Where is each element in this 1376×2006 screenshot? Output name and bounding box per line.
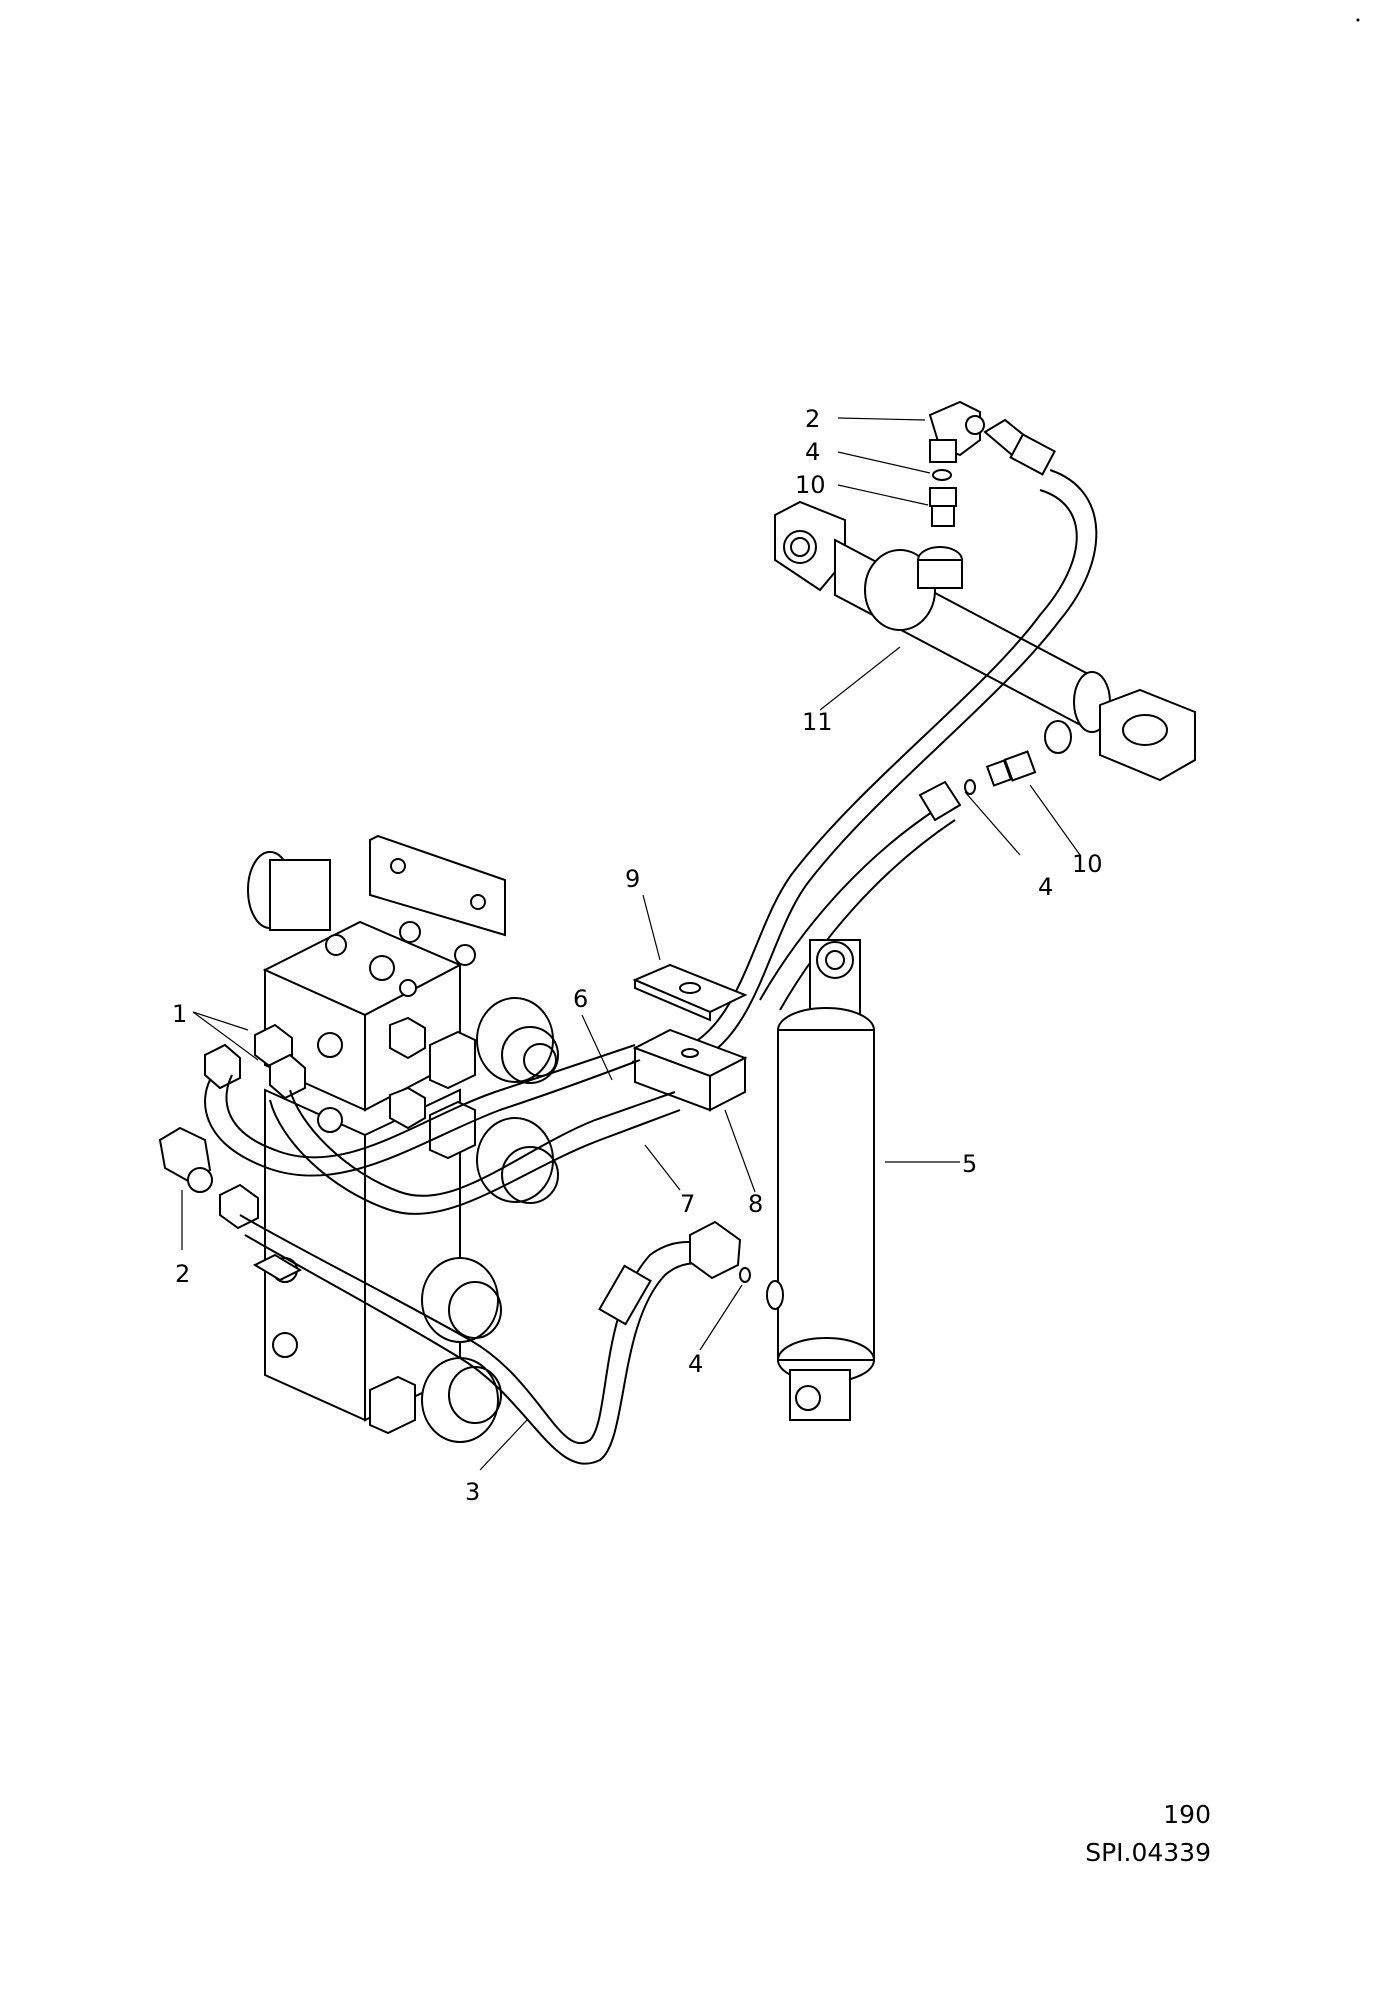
elbow-fitting-top — [928, 400, 985, 463]
clamp-plate — [632, 963, 748, 1022]
hose-upper — [631, 469, 1098, 1081]
callout-5: 5 — [962, 1150, 977, 1178]
callout-9: 9 — [625, 865, 640, 893]
callout-2-top: 2 — [805, 405, 820, 433]
page-number: 190 — [1163, 1800, 1211, 1829]
o-ring-top — [932, 469, 952, 481]
corner-dot — [1356, 18, 1360, 22]
callout-7: 7 — [680, 1190, 695, 1218]
adapter-fitting-right — [985, 750, 1037, 787]
control-valve-block — [247, 834, 559, 1443]
callout-6: 6 — [573, 985, 588, 1013]
callout-11: 11 — [802, 708, 833, 736]
o-ring-right — [964, 779, 976, 795]
callout-8: 8 — [748, 1190, 763, 1218]
callout-3: 3 — [465, 1478, 480, 1506]
callout-10-top: 10 — [795, 471, 826, 499]
o-ring-lower — [739, 1267, 751, 1283]
callout-4-top: 4 — [805, 438, 820, 466]
lower-hydraulic-cylinder — [766, 939, 875, 1421]
hose-6-7 — [204, 1044, 681, 1215]
leader-lines — [181, 417, 1081, 1471]
callout-4-right: 4 — [1038, 873, 1053, 901]
callout-1: 1 — [172, 1000, 187, 1028]
callout-labels: 2 4 10 11 4 10 9 6 1 5 7 8 2 4 3 — [172, 405, 1103, 1506]
hose-fitting-top — [983, 418, 1056, 476]
pipe-clamp-block — [632, 1028, 748, 1112]
upper-hydraulic-cylinder — [774, 500, 1196, 782]
hose-3 — [239, 1214, 742, 1465]
adapter-fitting-top — [929, 487, 957, 527]
callout-10-right: 10 — [1072, 850, 1103, 878]
drawing-reference: SPI.04339 — [1085, 1838, 1211, 1867]
callout-4-lower: 4 — [688, 1350, 703, 1378]
callout-2-left: 2 — [175, 1260, 190, 1288]
